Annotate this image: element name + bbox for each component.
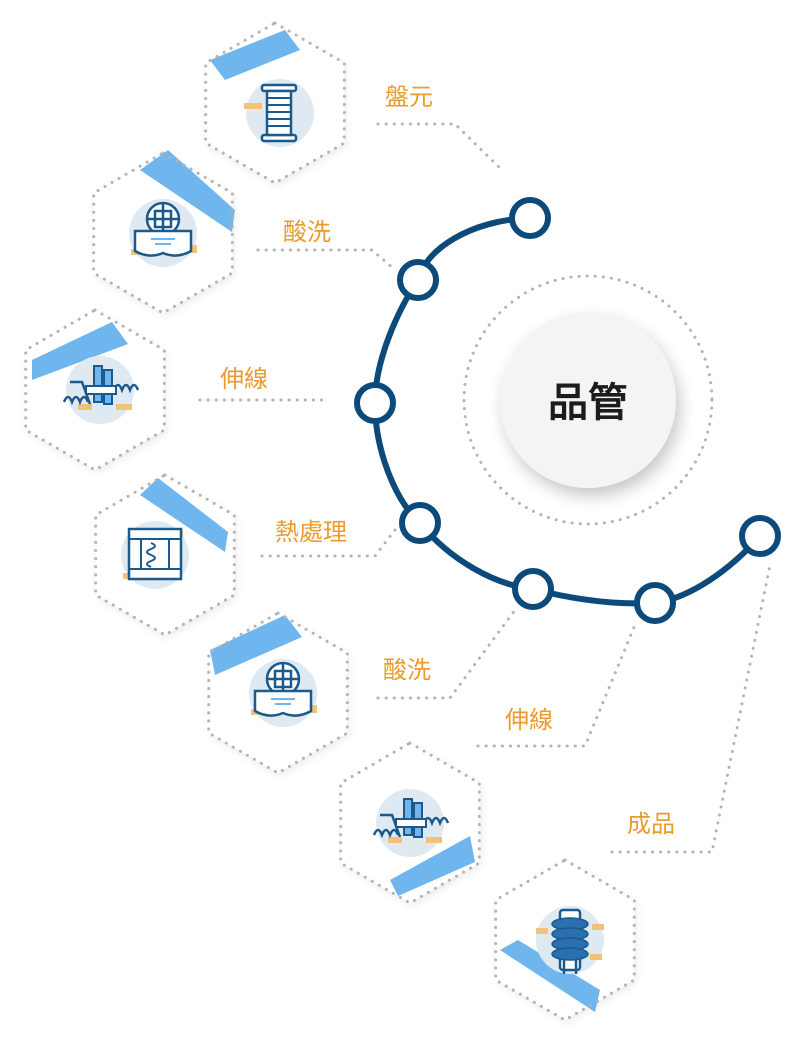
- hexagon-stripe: [210, 615, 302, 675]
- arc-node: [739, 515, 781, 557]
- connector-line: [476, 623, 637, 748]
- center-label: 品管: [548, 380, 628, 426]
- furnace-icon: [119, 519, 191, 591]
- connector-line: [376, 608, 517, 700]
- step-label: 酸洗: [283, 218, 331, 246]
- arc-node: [509, 197, 551, 239]
- step-label: 熱處理: [275, 518, 347, 546]
- hexagon-stripe: [140, 478, 228, 552]
- step-label: 伸線: [220, 365, 268, 393]
- hexagon-outline: [24, 308, 166, 472]
- hexagon-outline: [339, 741, 481, 905]
- connector-line: [610, 563, 772, 854]
- step-hexagon: [94, 473, 236, 637]
- hexagon-stripe: [140, 150, 235, 232]
- process-arc: [354, 197, 781, 624]
- acid-tank-icon: [247, 657, 319, 729]
- step-hexagon: [339, 741, 481, 905]
- center-disc: [500, 312, 676, 488]
- hexagon-stripe: [32, 322, 128, 380]
- step-hexagons: [24, 21, 636, 1022]
- hexagon-outline: [207, 611, 349, 775]
- connector-line: [260, 528, 397, 558]
- step-hexagon: [494, 858, 636, 1022]
- hexagon-outline: [204, 21, 346, 185]
- arc-node: [399, 502, 441, 544]
- step-label: 成品: [627, 810, 675, 838]
- arc-node: [397, 259, 439, 301]
- hexagon-stripe: [500, 940, 600, 1012]
- center-badge: 品管: [462, 274, 714, 526]
- center-dotted-ring: [462, 274, 714, 526]
- coil-spring-icon: [534, 904, 606, 976]
- hexagon-outline: [92, 151, 234, 315]
- arc-node: [634, 582, 676, 624]
- step-label: 伸線: [505, 706, 553, 734]
- step-hexagon: [204, 21, 346, 185]
- connector-line: [256, 248, 397, 272]
- hexagon-outline: [94, 473, 236, 637]
- connector-lines: [198, 122, 772, 854]
- step-hexagon: [92, 150, 235, 315]
- connector-line: [376, 122, 504, 172]
- acid-tank-icon: [127, 197, 199, 269]
- arc-node: [354, 382, 396, 424]
- step-hexagon: [24, 308, 166, 472]
- step-label: 酸洗: [383, 656, 431, 684]
- hexagon-outline: [494, 858, 636, 1022]
- step-label: 盤元: [385, 83, 433, 111]
- hexagon-stripe: [390, 836, 475, 896]
- hexagon-stripe: [210, 30, 300, 80]
- step-hexagon: [207, 611, 349, 775]
- arc-node: [512, 568, 554, 610]
